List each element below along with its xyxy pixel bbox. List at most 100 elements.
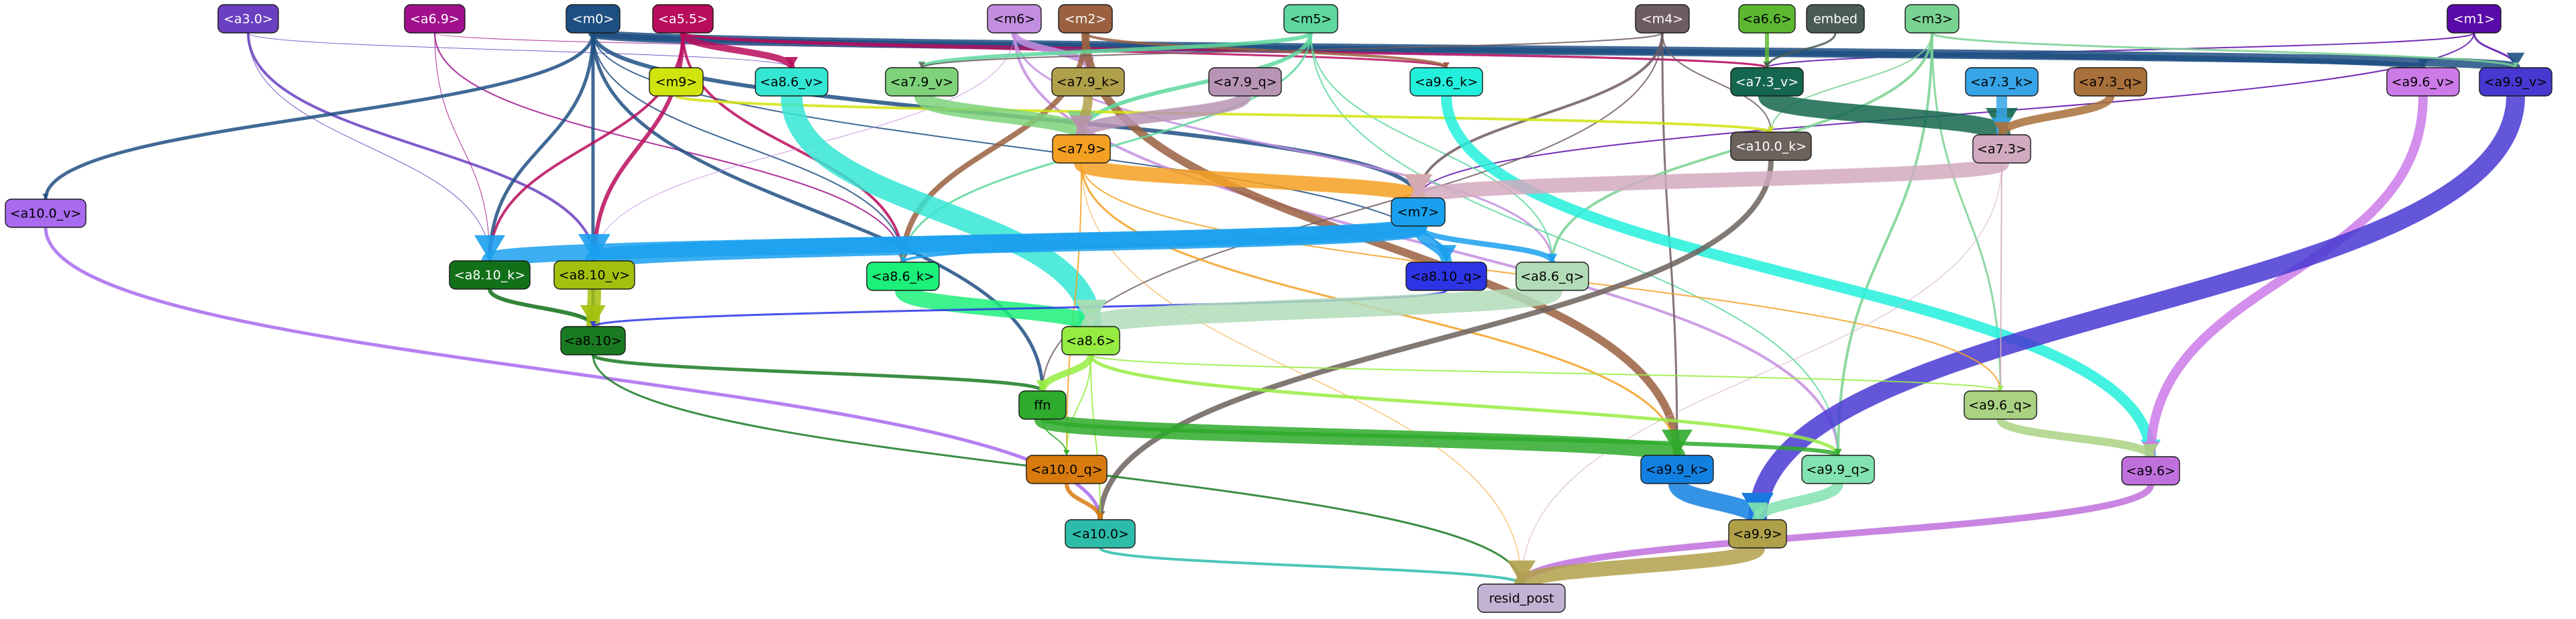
node-label-a8-6: <a8.6>: [1066, 334, 1116, 349]
edge-a7-3-q-to-a7-3: [1998, 92, 2114, 139]
edge-a6-9-to-a8-6-k: [434, 32, 904, 263]
edge-a9-6-q-to-a9-6: [1996, 415, 2155, 461]
edge-a8-10-to-ffn: [591, 353, 1044, 393]
node-box-a8-10-q: [1405, 262, 1487, 291]
node-embed[interactable]: embed: [1806, 4, 1865, 34]
node-a9-9-k[interactable]: <a9.9_k>: [1640, 455, 1714, 484]
edge-a7-9-to-a10-0-q: [1066, 162, 1082, 456]
node-box-a7-9-q: [1208, 67, 1282, 97]
edge-a3-0-to-a8-10-v: [247, 32, 596, 262]
node-m3[interactable]: <m3>: [1904, 4, 1960, 34]
node-label-a8-6-q: <a8.6_q>: [1520, 270, 1584, 284]
node-box-a8-10-v: [553, 260, 635, 290]
node-m5[interactable]: <m5>: [1283, 4, 1338, 34]
node-a10-0-q[interactable]: <a10.0_q>: [1026, 455, 1108, 484]
edge-m0-to-a9-6-v: [590, 30, 2426, 70]
edge-arrowhead-a8-10-v-to-a8-10: [580, 305, 606, 327]
node-a6-9[interactable]: <a6.9>: [404, 4, 466, 34]
edge-a8-6-to-a9-6-q: [1090, 354, 2001, 392]
edge-m0-to-a8-10-k: [488, 31, 595, 263]
node-resid-post[interactable]: resid_post: [1477, 583, 1566, 613]
edge-arrowhead-a8-6-q-to-a8-6: [1075, 300, 1107, 327]
edge-m1-to-a7-3-v: [1766, 32, 2475, 68]
node-box-a7-3: [1972, 134, 2031, 164]
node-label-a9-6-v: <a9.6_v>: [2392, 75, 2455, 90]
node-a7-9[interactable]: <a7.9>: [1052, 134, 1111, 164]
node-box-a9-9-k: [1640, 455, 1714, 484]
node-label-a10-0-q: <a10.0_q>: [1030, 463, 1102, 477]
node-label-a7-3: <a7.3>: [1977, 142, 2027, 157]
node-a9-6[interactable]: <a9.6>: [2121, 456, 2180, 486]
node-ffn[interactable]: ffn: [1018, 390, 1067, 420]
edge-arrowhead-m7-to-a8-10-k: [474, 235, 506, 261]
edge-arrowhead-ffn-to-a10-0-q: [1063, 450, 1070, 455]
node-a5-5[interactable]: <a5.5>: [652, 4, 714, 34]
node-label-m2: <m2>: [1065, 12, 1106, 27]
node-a9-9-q[interactable]: <a9.9_q>: [1801, 455, 1875, 484]
node-m4[interactable]: <m4>: [1635, 4, 1690, 34]
node-m6[interactable]: <m6>: [987, 4, 1042, 34]
edge-arrowhead-a10-0-q-to-a10-0: [1096, 513, 1104, 520]
node-m9[interactable]: <m9>: [649, 67, 704, 97]
node-label-a10-0: <a10.0>: [1071, 527, 1129, 542]
node-label-a10-0-v: <a10.0_v>: [10, 207, 82, 221]
edge-a5-5-to-a8-6-v: [680, 30, 795, 71]
node-a3-0[interactable]: <a3.0>: [217, 4, 279, 34]
node-a10-0-k[interactable]: <a10.0_k>: [1730, 131, 1812, 161]
edge-a8-6-to-a10-0-q: [1066, 354, 1091, 456]
node-label-a9-6-k: <a9.6_k>: [1415, 75, 1478, 90]
edge-arrowhead-a7-3-q-to-a7-3: [1994, 121, 2010, 135]
node-a8-10-k[interactable]: <a8.10_k>: [449, 260, 531, 290]
node-box-a8-10: [560, 326, 626, 355]
node-m1[interactable]: <m1>: [2447, 4, 2502, 34]
node-label-a9-9: <a9.9>: [1733, 527, 1782, 542]
node-a8-10-q[interactable]: <a8.10_q>: [1405, 262, 1487, 291]
node-a8-6-k[interactable]: <a8.6_k>: [866, 262, 940, 291]
node-a9-6-q[interactable]: <a9.6_q>: [1964, 390, 2037, 420]
node-a6-6[interactable]: <a6.6>: [1738, 4, 1796, 34]
node-label-a7-9-k: <a7.9_k>: [1057, 75, 1120, 90]
edge-m7-to-a8-6-k: [902, 225, 1419, 264]
node-a8-6[interactable]: <a8.6>: [1061, 326, 1120, 355]
node-a8-6-v[interactable]: <a8.6_v>: [755, 67, 828, 97]
node-box-a8-6: [1061, 326, 1120, 355]
node-a7-3-v[interactable]: <a7.3_v>: [1730, 67, 1804, 97]
edge-m3-to-a10-0-k: [1770, 32, 1933, 133]
node-box-a10-0-k: [1730, 131, 1812, 161]
node-a7-3-q[interactable]: <a7.3_q>: [2074, 67, 2147, 97]
node-label-a8-10-q: <a8.10_q>: [1410, 270, 1482, 284]
node-a7-3[interactable]: <a7.3>: [1972, 134, 2031, 164]
edge-arrowhead-a9-6-q-to-a9-6: [2143, 443, 2159, 457]
node-a10-0[interactable]: <a10.0>: [1065, 519, 1136, 549]
node-a7-9-k[interactable]: <a7.9_k>: [1051, 67, 1125, 97]
node-a9-6-v[interactable]: <a9.6_v>: [2386, 67, 2460, 97]
node-m0[interactable]: <m0>: [566, 4, 621, 34]
node-a7-9-v[interactable]: <a7.9_v>: [885, 67, 959, 97]
node-label-a9-6: <a9.6>: [2126, 464, 2176, 479]
edge-a6-9-to-a8-10-k: [434, 32, 490, 262]
edge-a7-3-to-resid-post: [1521, 162, 2002, 585]
node-box-a9-6-q: [1964, 390, 2037, 420]
edge-arrowhead-a5-5-to-a8-6-v: [785, 57, 798, 68]
node-a8-6-q[interactable]: <a8.6_q>: [1515, 262, 1589, 291]
node-box-a7-9-v: [885, 67, 959, 97]
node-a9-9-v[interactable]: <a9.9_v>: [2479, 67, 2553, 97]
node-a9-9[interactable]: <a9.9>: [1728, 519, 1787, 549]
edge-m5-to-a7-9: [1079, 31, 1313, 137]
node-label-a7-3-v: <a7.3_v>: [1735, 75, 1799, 90]
node-label-m7: <m7>: [1397, 205, 1439, 220]
node-m2[interactable]: <m2>: [1058, 4, 1113, 34]
edge-arrowhead-m9-to-a10-0-k: [1768, 127, 1774, 132]
node-box-a5-5: [652, 4, 714, 34]
node-a10-0-v[interactable]: <a10.0_v>: [5, 199, 87, 228]
edge-a8-6-q-to-a8-6: [1081, 280, 1562, 337]
node-a7-3-k[interactable]: <a7.3_k>: [1965, 67, 2039, 97]
node-a9-6-k[interactable]: <a9.6_k>: [1409, 67, 1483, 97]
node-a7-9-q[interactable]: <a7.9_q>: [1208, 67, 1282, 97]
edge-m5-to-a8-6-q: [1310, 32, 1553, 263]
node-a8-10-v[interactable]: <a8.10_v>: [553, 260, 635, 290]
edge-a3-0-to-a8-10-k: [248, 32, 490, 262]
node-label-a9-9-k: <a9.9_k>: [1646, 463, 1709, 477]
node-m7[interactable]: <m7>: [1391, 197, 1446, 227]
node-a8-10[interactable]: <a8.10>: [560, 326, 626, 355]
